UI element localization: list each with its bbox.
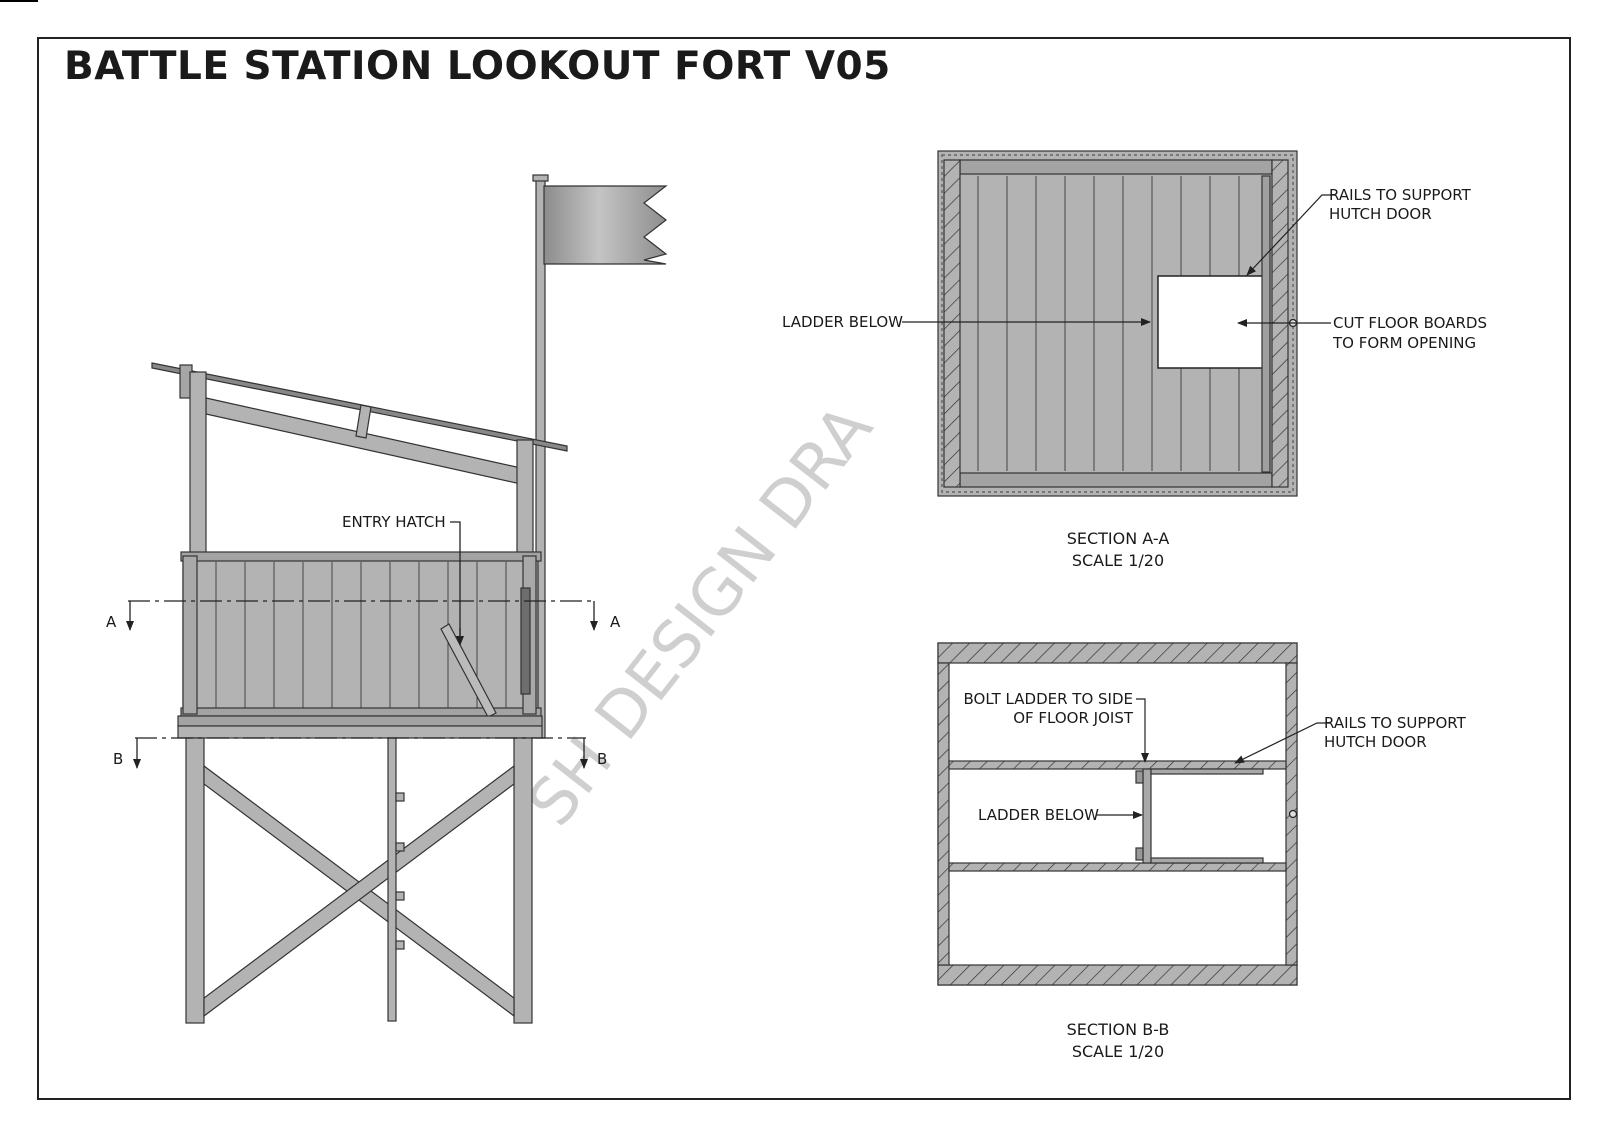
sheet-border [37,37,1571,1100]
label-bolt-2: OF FLOOR JOIST [1013,709,1134,727]
floor-joist [177,725,543,739]
section-mark-a-right: A [610,613,621,631]
wall-boards [215,562,507,710]
label-bolt-1: BOLT LADDER TO SIDE [964,690,1134,708]
section-b-mid-joist-1 [948,760,1287,770]
label-cut-2: TO FORM OPENING [1332,334,1476,352]
label-ladder-a: LADDER BELOW [782,313,903,331]
brace-2 [203,764,515,1018]
section-b-plan [937,642,1298,986]
section-b-leaders [1097,698,1330,819]
flag [543,185,668,265]
section-a-bottom-rail [959,472,1273,488]
section-mark-a-left: A [106,613,117,631]
top-rail [180,551,542,562]
label-rails-a-2: HUTCH DOOR [1329,205,1432,223]
elevation-view [151,174,668,1024]
section-b-top-joist [937,642,1298,664]
section-b-bottom-joist [937,964,1298,986]
post-right-upper [516,439,534,569]
section-cut-lines [126,521,598,769]
drawing-title: BATTLE STATION LOOKOUT FORT V05 [64,44,891,89]
entry-hatch-door [440,623,497,718]
section-a-top-rail [959,159,1273,175]
ladder-rail [387,737,397,1022]
roof-board [151,362,568,452]
section-mark-b-left: B [113,750,123,768]
floor-opening [1157,275,1266,369]
label-rails-b-1: RAILS TO SUPPORT [1324,714,1467,732]
section-a-floor-boards [977,176,1240,471]
section-a-title: SECTION A-A [1067,529,1170,548]
rafter-bracket [355,404,372,439]
label-cut-1: CUT FLOOR BOARDS [1333,314,1487,332]
hatch-rail-dark [520,587,531,695]
section-b-scale: SCALE 1/20 [1072,1042,1164,1061]
section-a-scale: SCALE 1/20 [1072,551,1164,570]
label-rails-a-1: RAILS TO SUPPORT [1329,186,1472,204]
post-left-upper [189,371,207,569]
section-mark-b-right: B [597,750,607,768]
label-entry-hatch: ENTRY HATCH [342,513,446,531]
leg-left [185,737,205,1024]
leg-right [513,737,533,1024]
floor-board [177,715,543,727]
section-b-mid-joist-2 [948,862,1287,872]
section-b-ladder [1142,768,1152,864]
watermark: SH DESIGN DRA [514,391,887,839]
section-b-title: SECTION B-B [1067,1020,1170,1039]
label-ladder-b: LADDER BELOW [978,806,1099,824]
label-rails-b-2: HUTCH DOOR [1324,733,1427,751]
section-a-leaders [902,194,1335,327]
